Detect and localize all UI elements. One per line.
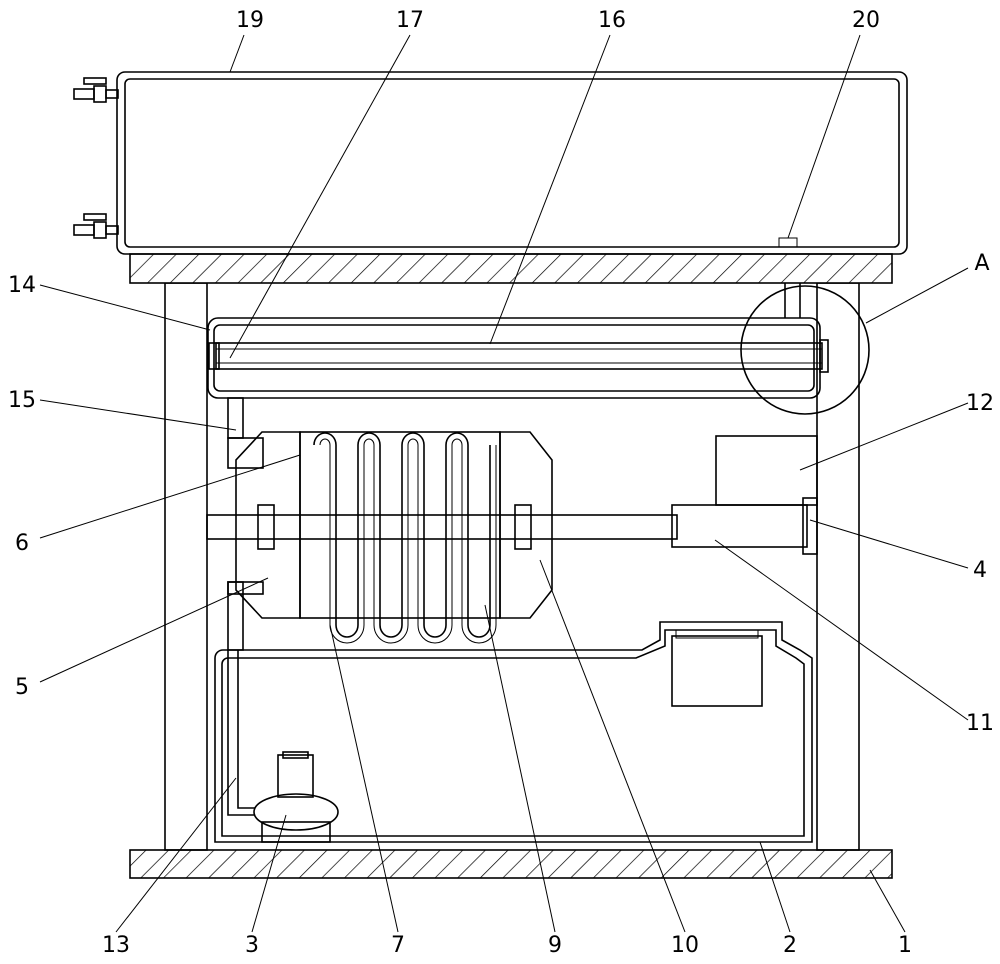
- label-2: 2: [783, 933, 797, 958]
- lower-water-tank: [214, 621, 813, 843]
- label-17: 17: [396, 8, 424, 33]
- water-pump: [227, 650, 339, 843]
- base-plate: [129, 849, 893, 879]
- label-9: 9: [548, 933, 562, 958]
- valve-upper: [73, 77, 119, 103]
- label-A: A: [974, 251, 989, 276]
- label-3: 3: [245, 933, 259, 958]
- top-plate: [129, 253, 893, 284]
- label-12: 12: [966, 391, 994, 416]
- label-7: 7: [391, 933, 405, 958]
- label-1: 1: [898, 933, 912, 958]
- label-11: 11: [966, 711, 994, 736]
- pipe-15: [227, 397, 264, 469]
- coil-tubes: [313, 432, 497, 644]
- label-15: 15: [8, 388, 36, 413]
- heating-tube-assembly: [207, 283, 870, 415]
- valve-lower: [73, 213, 119, 239]
- label-5: 5: [15, 675, 29, 700]
- label-14: 14: [8, 273, 36, 298]
- upper-water-tank: [116, 71, 908, 255]
- pump-pipe: [227, 581, 264, 651]
- label-6: 6: [15, 531, 29, 556]
- drive-shaft: [206, 497, 818, 555]
- label-20: 20: [852, 8, 880, 33]
- control-box-12: [715, 435, 818, 506]
- label-13: 13: [102, 933, 130, 958]
- label-10: 10: [671, 933, 699, 958]
- label-16: 16: [598, 8, 626, 33]
- support-columns: [164, 282, 860, 851]
- label-4: 4: [973, 558, 987, 583]
- leader-lines: [39, 34, 969, 933]
- label-19: 19: [236, 8, 264, 33]
